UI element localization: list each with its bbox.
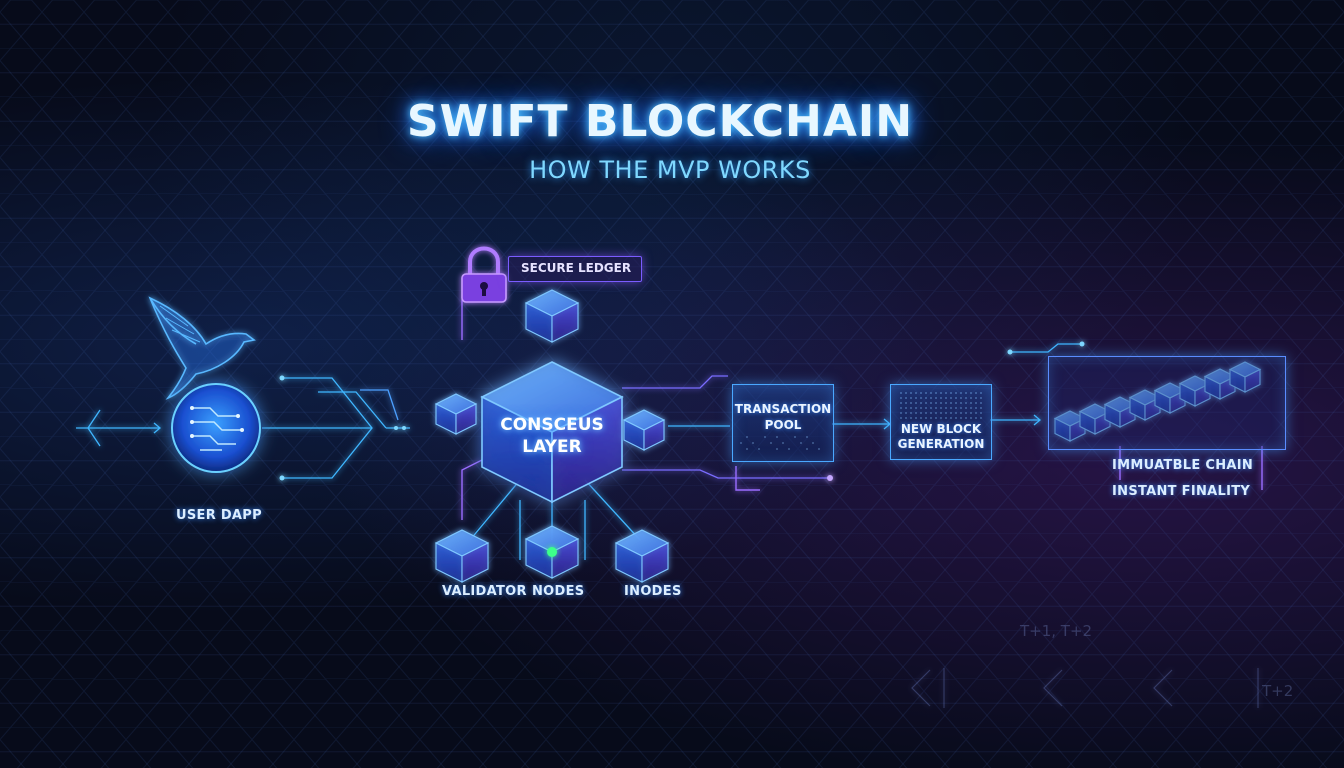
active-node-indicator (547, 547, 557, 557)
secure-ledger-tag: SECURE LEDGER (508, 256, 642, 282)
inodes-cube (614, 529, 670, 583)
bird-icon (148, 296, 256, 400)
transaction-pool-line1: TRANSACTION (734, 402, 832, 416)
instant-finality-label: INSTANT FINALITY (1112, 484, 1251, 499)
chain-cube-3 (1103, 396, 1137, 428)
user-dapp-label: USER DAPP (176, 508, 262, 523)
new-block-line1: NEW BLOCK (900, 422, 982, 436)
chain-cube-8 (1228, 361, 1262, 393)
node-dots (279, 341, 1085, 481)
validator-cube (434, 529, 490, 583)
cube-group (434, 289, 1262, 583)
lock-icon (461, 246, 507, 303)
inodes-label: INODES (624, 584, 682, 599)
consensus-cube (480, 361, 624, 504)
left-satellite-cube (434, 393, 478, 435)
nodes-cube (524, 525, 580, 579)
right-satellite-cube (622, 409, 666, 451)
consensus-line2: LAYER (522, 437, 582, 457)
new-block-line2: GENERATION (897, 437, 985, 451)
top-satellite-cube (524, 289, 580, 343)
secure-ledger-label: SECURE LEDGER (521, 261, 632, 275)
validator-label: VALIDATOR (442, 584, 527, 599)
page-subtitle: HOW THE MVP WORKS (529, 156, 811, 184)
page-title: SWIFT BLOCKCHAIN (406, 96, 914, 147)
connector-lines (76, 343, 1259, 708)
nodes-label: NODES (532, 584, 585, 599)
chip-orb-icon (171, 383, 261, 473)
transaction-pool-panel: TRANSACTION POOL (732, 384, 834, 462)
chain-cube-7 (1203, 368, 1237, 400)
immutable-chain-panel (1048, 356, 1286, 450)
consensus-layer-label: CONSCEUS LAYER (490, 414, 614, 458)
faint-formula-2: T+2 (1262, 682, 1294, 700)
immutable-chain-label: IMMUATBLE CHAIN (1112, 458, 1254, 473)
new-block-panel: NEW BLOCK GENERATION (890, 384, 992, 460)
consensus-line1: CONSCEUS (500, 415, 604, 435)
chain-cube-6 (1178, 375, 1212, 407)
transaction-pool-line2: POOL (764, 418, 802, 432)
faint-formula-1: T+1, T+2 (1020, 622, 1093, 640)
